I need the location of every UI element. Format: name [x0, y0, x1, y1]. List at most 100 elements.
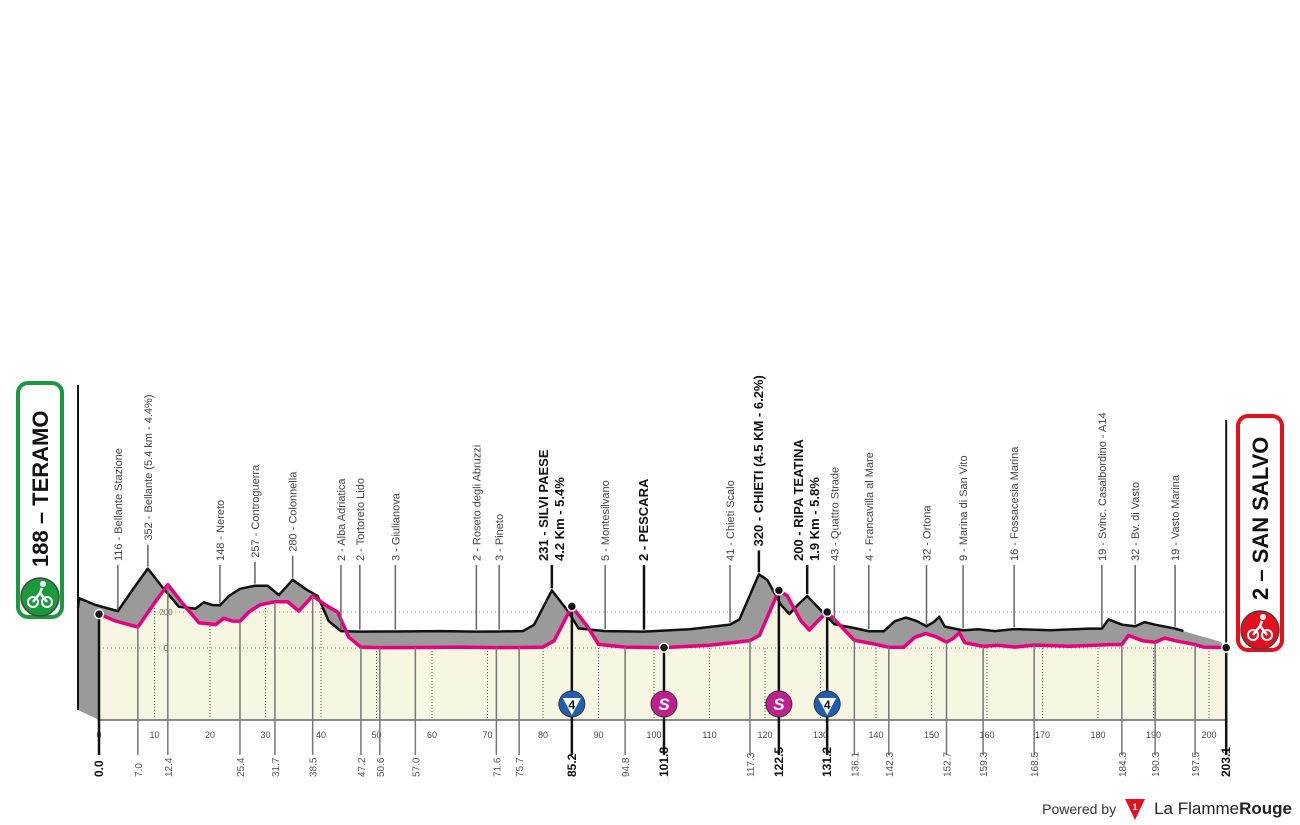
x-tick-label: 70: [482, 730, 492, 740]
waypoint: 136.143 - Quattro Strade: [829, 467, 861, 777]
sprint-badge-icon: [650, 690, 678, 718]
waypoint-label-climb: 1.9 Km - 5.8%: [807, 477, 822, 561]
waypoint-label: 2 - Alba Adriatica: [336, 478, 348, 561]
sprint-badge-icon: [765, 690, 793, 718]
profile-point-dot: [821, 606, 833, 618]
waypoint-km-label: 47.2: [357, 757, 368, 777]
waypoint-label: 231 - SILVI PAESE: [536, 449, 551, 561]
waypoint-km-label: 57.0: [411, 757, 422, 777]
waypoint-label: 4 - Francavilla al Mare: [864, 452, 876, 561]
waypoint: 71.62 - Roseto degli Abruzzi: [471, 445, 503, 777]
waypoint-km-label: 7.0: [134, 763, 145, 777]
waypoint-km-label: 0.0: [92, 760, 106, 777]
x-tick-label: 180: [1090, 730, 1105, 740]
waypoint-km-label: 25.4: [236, 757, 247, 777]
waypoint: 184.319 - Svinc. Casalbordino - A14: [1097, 412, 1129, 777]
waypoint-km-label: 136.1: [850, 752, 861, 777]
y-tick-label: 0: [164, 644, 169, 653]
profile-point-dot: [658, 642, 670, 653]
powered-by-footer: Powered by 1 La FlammeRouge: [1042, 797, 1292, 821]
waypoint: 50.62 - Tortoreto Lido: [355, 478, 387, 777]
waypoint-label: 5 - Montesilvano: [600, 480, 612, 561]
waypoint: 38.5 280 - Colonnella: [288, 471, 320, 777]
brand-part-b: Rouge: [1239, 799, 1292, 818]
waypoint-km-label: 159.3: [979, 752, 990, 777]
x-tick-label: 50: [371, 730, 381, 740]
mountain-triangle-icon: [562, 698, 581, 715]
waypoint: 0.0: [92, 614, 106, 777]
x-tick-label: 20: [205, 730, 215, 740]
waypoint-label: 3 - Pineto: [494, 514, 506, 561]
waypoint-label: 19 - Svinc. Casalbordino - A14: [1097, 412, 1109, 561]
kom-category-label: 4: [569, 698, 576, 712]
waypoint-km-label: 50.6: [376, 757, 387, 777]
waypoint-km-label: 203.1: [1219, 747, 1233, 777]
waypoint: 152.7 32 - Ortona: [921, 504, 953, 777]
finish-badge-box: [1236, 414, 1284, 652]
cyclist-icon: [1240, 610, 1280, 650]
waypoint-km-label: 38.5: [309, 757, 320, 777]
waypoint: 7.0 116 - Bellante Stazione: [113, 448, 145, 777]
waypoint-km-label: 142.3: [885, 752, 896, 777]
rider-head-icon: [40, 581, 46, 587]
waypoint-km-label: 31.7: [271, 757, 282, 777]
bike-wheel-icon: [41, 596, 53, 608]
waypoint-km-label: 197.5: [1191, 752, 1202, 777]
waypoint-label: 9 - Marina di San Vito: [958, 455, 970, 561]
waypoint-label: 16 - Fossacesia Marina: [1009, 446, 1021, 561]
bike-frame-icon: [1252, 620, 1268, 636]
waypoint-label: 280 - Colonnella: [288, 471, 300, 552]
waypoint: 142.3 4 - Francavilla al Mare: [864, 452, 896, 777]
x-tick-label: 60: [427, 730, 437, 740]
waypoint: 47.2 2 - Alba Adriatica: [336, 478, 368, 777]
waypoint-label: 257 - Controguerra: [250, 464, 262, 558]
waypoint-km-label: 122.5: [772, 747, 786, 777]
x-tick-label: 40: [316, 730, 326, 740]
profile-point-dot: [773, 585, 785, 596]
x-tick-label: 100: [646, 730, 661, 740]
waypoint-label: 32 - Ortona: [921, 504, 933, 561]
y-tick-label: 200: [159, 608, 173, 617]
waypoint-label: 200 - RIPA TEATINA: [791, 439, 806, 561]
waypoint-km-label: 85.2: [565, 753, 579, 777]
brand-part-a: La Flamme: [1154, 799, 1240, 818]
x-tick-label: 150: [924, 730, 939, 740]
x-tick-label: 130: [813, 730, 828, 740]
finish-badge: 2 – SAN SALVO: [1236, 414, 1284, 652]
waypoint: 159.3 9 - Marina di San Vito: [958, 455, 990, 777]
waypoint-label: 2 - Roseto degli Abruzzi: [471, 445, 483, 561]
kom-category-label: 4: [824, 698, 831, 712]
waypoint: 94.85 - Montesilvano: [600, 480, 632, 777]
start-badge-box: [16, 381, 64, 619]
waypoint-label: 41 - Chieti Scalo: [725, 480, 737, 561]
waypoint-km-label: 75.7: [515, 757, 526, 777]
waypoint: 190.3 32 - Bv. di Vasto: [1130, 482, 1162, 777]
bike-wheel-icon: [1247, 629, 1259, 641]
x-tick-label: 80: [538, 730, 548, 740]
waypoint-label: 2 - PESCARA: [636, 478, 651, 561]
waypoint-label: 148 - Nereto: [215, 500, 227, 561]
waypoint: 168.516 - Fossacesia Marina: [1009, 446, 1041, 777]
waypoint-km-label: 152.7: [942, 752, 953, 777]
waypoint-label: 32 - Bv. di Vasto: [1130, 482, 1142, 561]
waypoint-label: 3 - Giulianova: [390, 492, 402, 561]
rider-head-icon: [1260, 614, 1266, 620]
waypoint-label-climb: 4.2 Km - 5.4%: [552, 477, 567, 561]
x-tick-label: 190: [1146, 730, 1161, 740]
waypoint: 203.1: [1219, 647, 1233, 777]
waypoint-label: 352 - Bellante (5.4 km - 4.4%): [143, 395, 155, 541]
bike-wheel-icon: [1261, 629, 1273, 641]
x-tick-label: 140: [868, 730, 883, 740]
waypoint-km-label: 190.3: [1151, 752, 1162, 777]
powered-by-text: Powered by: [1042, 801, 1117, 817]
waypoint-km-label: 117.3: [746, 752, 757, 777]
kom-marker: 4: [558, 690, 586, 718]
svg-text:1: 1: [1133, 802, 1138, 812]
x-tick-label: 30: [260, 730, 270, 740]
waypoint-label: 116 - Bellante Stazione: [113, 448, 125, 561]
la-flamme-rouge-logo-icon: 1: [1125, 799, 1146, 820]
